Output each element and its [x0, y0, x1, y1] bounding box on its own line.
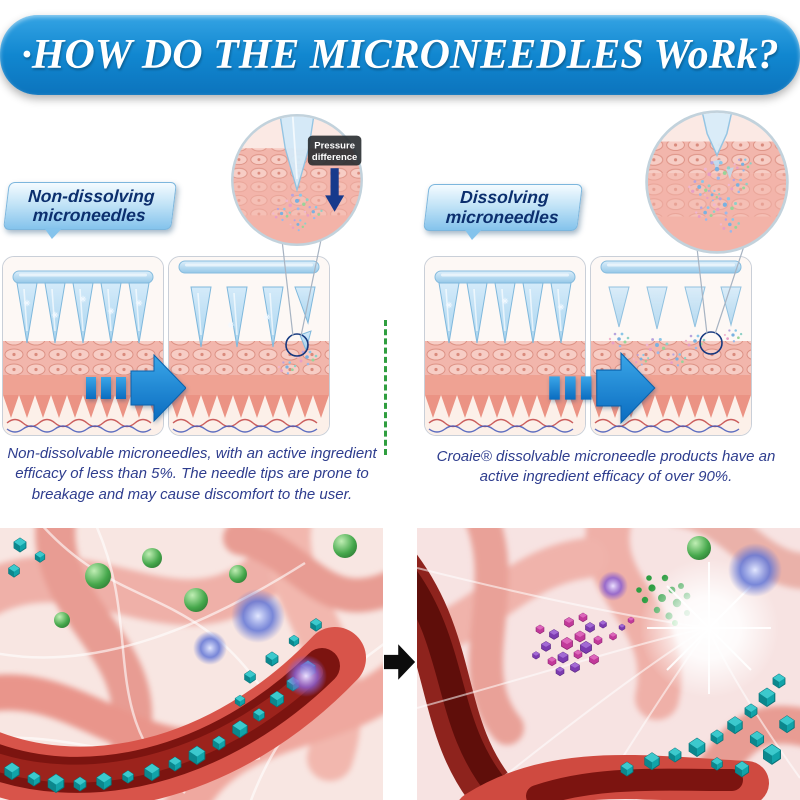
pressure-label-box	[307, 135, 362, 166]
label-non-dissolving-line1: Non-dissolving	[27, 185, 155, 206]
label-dissolving-line2: microneedles	[444, 206, 559, 227]
caption-non-dissolving: Non-dissolvable microneedles, with an ac…	[7, 445, 377, 503]
fuzzy-sphere-particles	[193, 589, 327, 697]
label-non-dissolving: Non-dissolving microneedles	[3, 182, 177, 239]
magnifier-dissolving-icon	[645, 110, 789, 254]
pressure-label-line1: Pressure	[314, 140, 355, 151]
pressure-down-arrow-icon	[325, 168, 345, 212]
label-non-dissolving-line2: microneedles	[31, 205, 146, 225]
blood-vessel-image-after	[417, 528, 800, 800]
blood-vessel-image-before	[0, 528, 383, 800]
breakage-highlight-circle	[285, 333, 309, 357]
label-dissolving-line1: Dissolving	[459, 187, 549, 208]
caption-dissolving: Croaie® dissolvable microneedle products…	[436, 448, 776, 486]
label-pointer-tail	[42, 228, 63, 239]
label-pointer-tail	[463, 229, 483, 240]
green-sphere-particles	[54, 534, 357, 628]
magnifier-pressure-icon: Pressure difference	[231, 114, 363, 246]
skin-illustration-left-after	[168, 256, 330, 436]
page-title: ·HOW DO THE MICRONEEDLES WoRk?	[21, 32, 779, 78]
transform-arrow-icon-right	[548, 352, 656, 424]
skin-illustration-right-before	[424, 256, 586, 436]
flash-rays	[647, 562, 771, 694]
transform-arrow-icon-left	[86, 354, 186, 422]
pressure-label-line2: difference	[312, 152, 357, 163]
dissolve-highlight-circle	[699, 331, 723, 355]
skin-illustration-left-before	[2, 256, 164, 436]
label-dissolving: Dissolving microneedles	[423, 184, 583, 240]
title-banner: ·HOW DO THE MICRONEEDLES WoRk?	[0, 15, 800, 95]
next-arrow-icon	[384, 644, 416, 680]
fuzzy-sphere-particles	[598, 536, 782, 601]
panel-divider	[384, 320, 387, 455]
